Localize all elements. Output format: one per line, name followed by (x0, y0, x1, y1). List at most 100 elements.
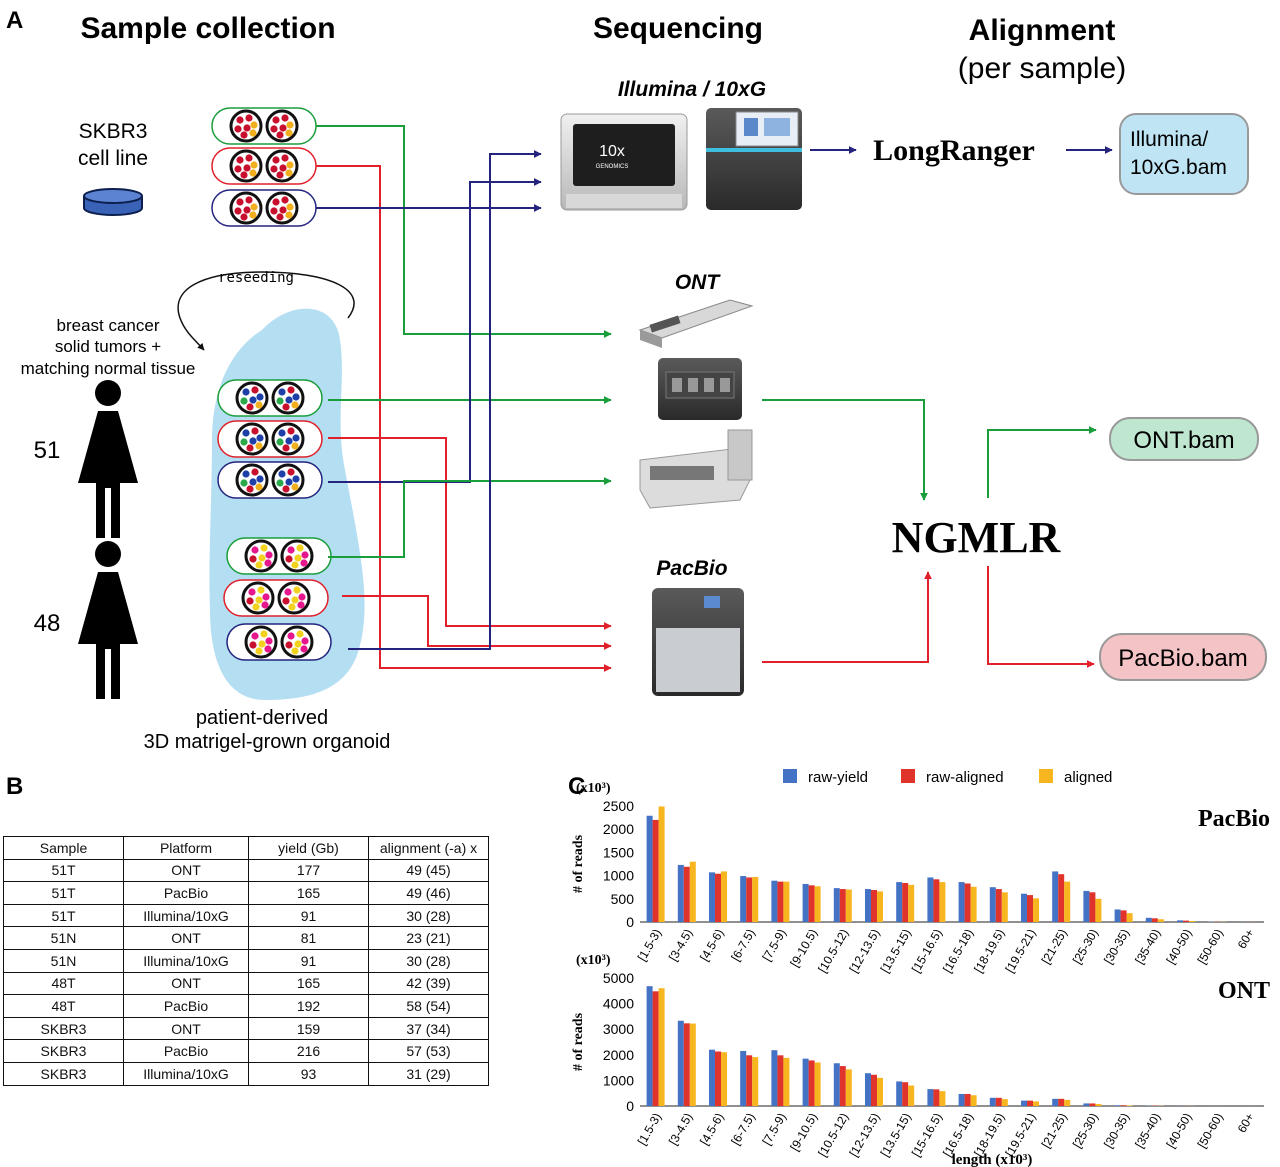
cell-dot (282, 403, 290, 411)
bar-raw-aligned (1151, 918, 1158, 922)
cell-dot (240, 397, 248, 405)
cell-alignment: 42 (39) (368, 971, 489, 996)
cell-dot (245, 196, 253, 204)
cell-dot (251, 632, 259, 640)
cell-dot (301, 637, 309, 645)
bar-raw-yield (1177, 920, 1183, 922)
cell-dot (291, 401, 299, 409)
x-tick-label: [50-60) (1195, 1111, 1226, 1151)
bar-aligned (939, 1091, 946, 1106)
cell-dot (251, 468, 259, 476)
cell-dot (246, 597, 254, 605)
bar-raw-yield (989, 887, 996, 922)
bar-raw-aligned (902, 1082, 909, 1106)
bar-raw-aligned (871, 889, 877, 922)
cell-dot (281, 154, 289, 162)
sample-container (217, 379, 323, 417)
cell-dot (282, 485, 290, 493)
cell-dot (296, 630, 304, 638)
output-illumina-bam: Illumina/ 10xG.bam (1119, 113, 1249, 195)
bar-aligned (752, 1057, 759, 1106)
cell-alignment: 30 (28) (368, 948, 489, 973)
cell-dot (272, 198, 280, 206)
cell-dot (293, 586, 301, 594)
ont-gridion-device (658, 358, 742, 420)
panel-b-letter: B (6, 773, 23, 800)
cell-dot (249, 641, 257, 649)
col-header-yield: yield (Gb) (248, 836, 369, 860)
bar-aligned (783, 881, 790, 922)
cell-dot (270, 125, 278, 133)
cell-dot (300, 559, 308, 567)
cell-dot (291, 561, 299, 569)
bar-raw-aligned (933, 879, 940, 922)
cell-sample: SKBR3 (3, 1016, 124, 1041)
tenx-logo-text: 10x (599, 143, 625, 160)
bar-aligned (1001, 892, 1008, 922)
cell-dot (240, 171, 248, 179)
cell-sample: SKBR3 (3, 1039, 124, 1063)
bar-aligned (1126, 913, 1133, 922)
bar-aligned (845, 889, 852, 922)
bar-raw-yield (1021, 1100, 1027, 1106)
cell-yield: 81 (248, 926, 369, 950)
cell-dot (279, 206, 287, 214)
y-tick-label: 2000 (603, 821, 634, 837)
sample-container (211, 107, 317, 145)
cell-dot (264, 645, 272, 653)
bar-aligned (1126, 1105, 1133, 1106)
cell-platform: Illumina/10xG (123, 903, 249, 928)
x-tick-label: [30-35) (1101, 927, 1132, 967)
x-tick-label: [40-50) (1163, 1111, 1194, 1151)
bar-aligned (908, 884, 915, 922)
cell-dot (294, 554, 302, 562)
col-header-platform: Platform (123, 836, 249, 860)
header-alignment: Alignment (969, 14, 1116, 47)
bar-raw-aligned (1058, 1098, 1065, 1106)
patient-51-icon (78, 380, 138, 538)
cell-dot (297, 601, 305, 609)
cell-dot (287, 386, 295, 394)
cell-dot (279, 164, 287, 172)
illumina-sequencer-device (706, 108, 802, 210)
bar-raw-yield (771, 1050, 778, 1106)
bar-aligned (814, 886, 821, 922)
bar-aligned (721, 871, 727, 922)
output-pacbio-bam: PacBio.bam (1099, 633, 1267, 681)
cell-dot (257, 586, 265, 594)
x-tick-label: [19.5-21) (1002, 926, 1038, 975)
bar-raw-yield (927, 877, 934, 922)
panel-a-letter: A (6, 7, 23, 34)
cell-sample: 48T (3, 994, 124, 1018)
bar-raw-yield (646, 815, 653, 922)
bar-raw-yield (1114, 1105, 1121, 1106)
bar-raw-aligned (777, 1055, 784, 1106)
y-tick-label: 500 (611, 891, 635, 907)
x-tick-label: [9-10.5) (787, 1111, 820, 1154)
cell-dot (279, 124, 287, 132)
x-tick-label: 60+ (1235, 927, 1257, 952)
cell-dot (265, 637, 273, 645)
connector-lines (316, 125, 1113, 672)
bar-raw-yield (709, 1049, 715, 1106)
bar-aligned (1189, 920, 1195, 922)
chart-legend: raw-yield raw-aligned aligned (783, 769, 1112, 786)
header-alignment-sub: (per sample) (958, 52, 1126, 85)
x-tick-label: [35-40) (1132, 927, 1163, 967)
cell-dot (255, 647, 263, 655)
cell-dot (242, 470, 250, 478)
cell-dot (243, 164, 251, 172)
cell-dot (243, 206, 251, 214)
cell-dot (298, 593, 306, 601)
x-tick-label: [30-35) (1101, 1111, 1132, 1151)
sample-container (217, 420, 323, 458)
organoid-label-1: patient-derived (196, 707, 328, 729)
cell-dot (281, 114, 289, 122)
cell-sample: 51N (3, 948, 124, 973)
cell-dot (264, 559, 272, 567)
patient-48-id: 48 (34, 610, 61, 637)
